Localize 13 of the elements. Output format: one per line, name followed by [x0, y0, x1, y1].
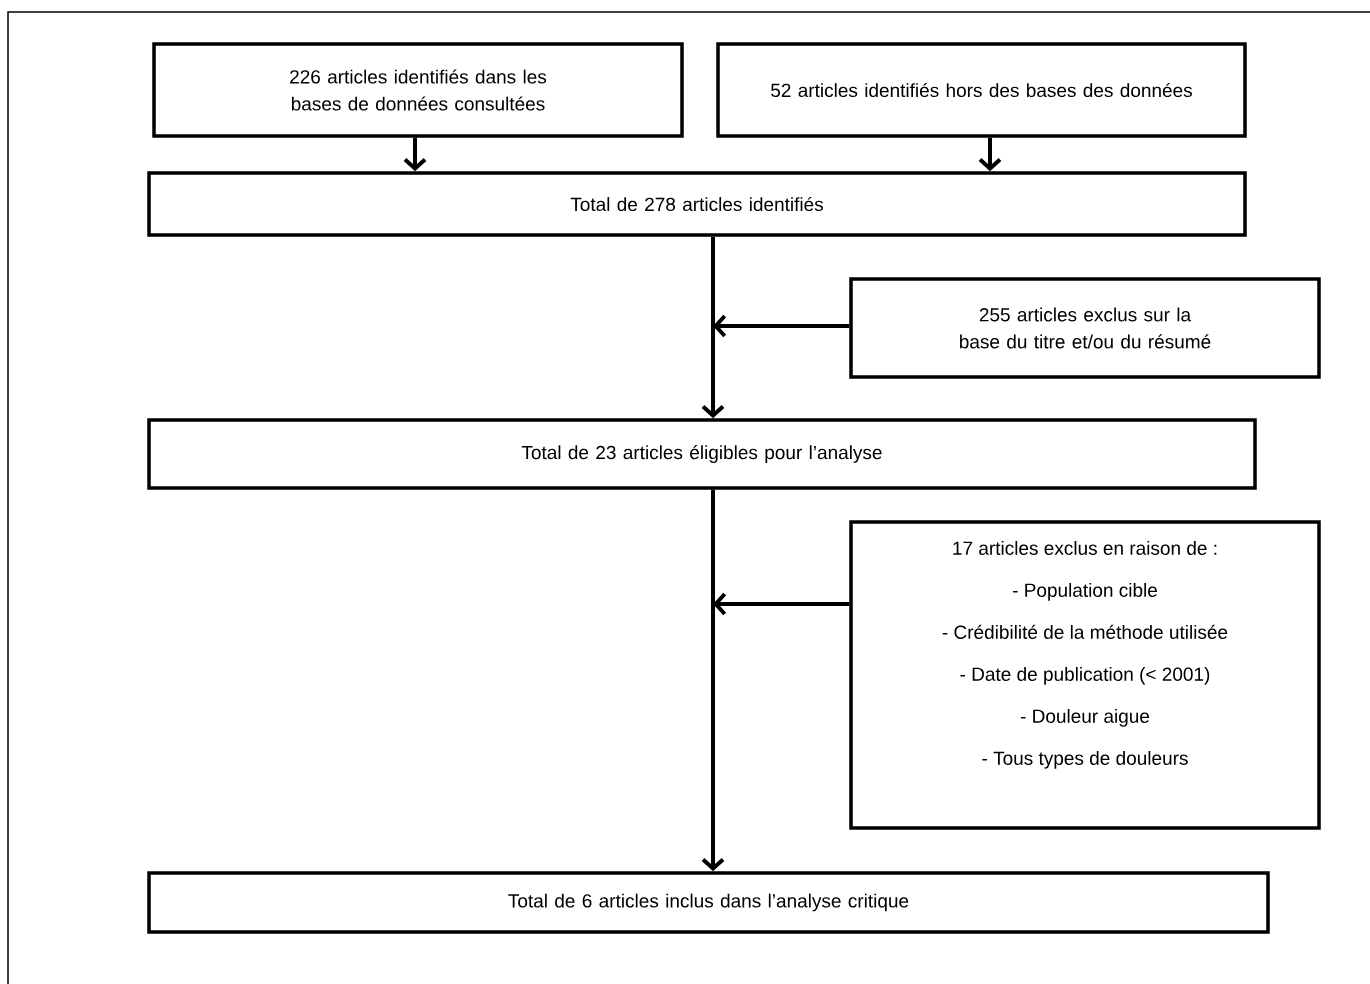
arrow: [713, 592, 850, 616]
process-box: Total de 278 articles identifiés: [147, 171, 1247, 237]
exclusion-box: 255 articles exclus sur la base du titre et/ou du résumé: [849, 277, 1321, 379]
arrow: [713, 314, 850, 338]
arrow: [978, 137, 1002, 172]
process-box: Total de 6 articles inclus dans l’analyse critique: [147, 871, 1270, 934]
exclusion-box: 17 articles exclus en raison de : - Population cible - Crédibilité de la méthode utilisée - Date de publication (< 2001) - Douleur aigue - Tous types de douleurs: [849, 520, 1321, 830]
process-box: 52 articles identifiés hors des bases des données: [716, 42, 1247, 138]
process-box: Total de 23 articles éligibles pour l’analyse: [147, 418, 1257, 490]
process-box: 226 articles identifiés dans les bases de données consultées: [152, 42, 684, 138]
arrow: [701, 236, 725, 419]
arrow: [701, 489, 725, 872]
arrow: [403, 137, 427, 172]
